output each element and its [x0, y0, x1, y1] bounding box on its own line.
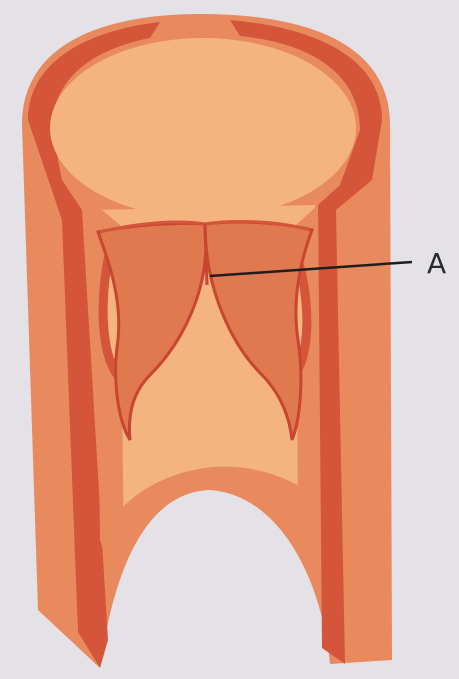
label-a: A — [427, 247, 446, 280]
valve-commissure — [205, 224, 207, 285]
vessel-opening — [50, 38, 356, 218]
